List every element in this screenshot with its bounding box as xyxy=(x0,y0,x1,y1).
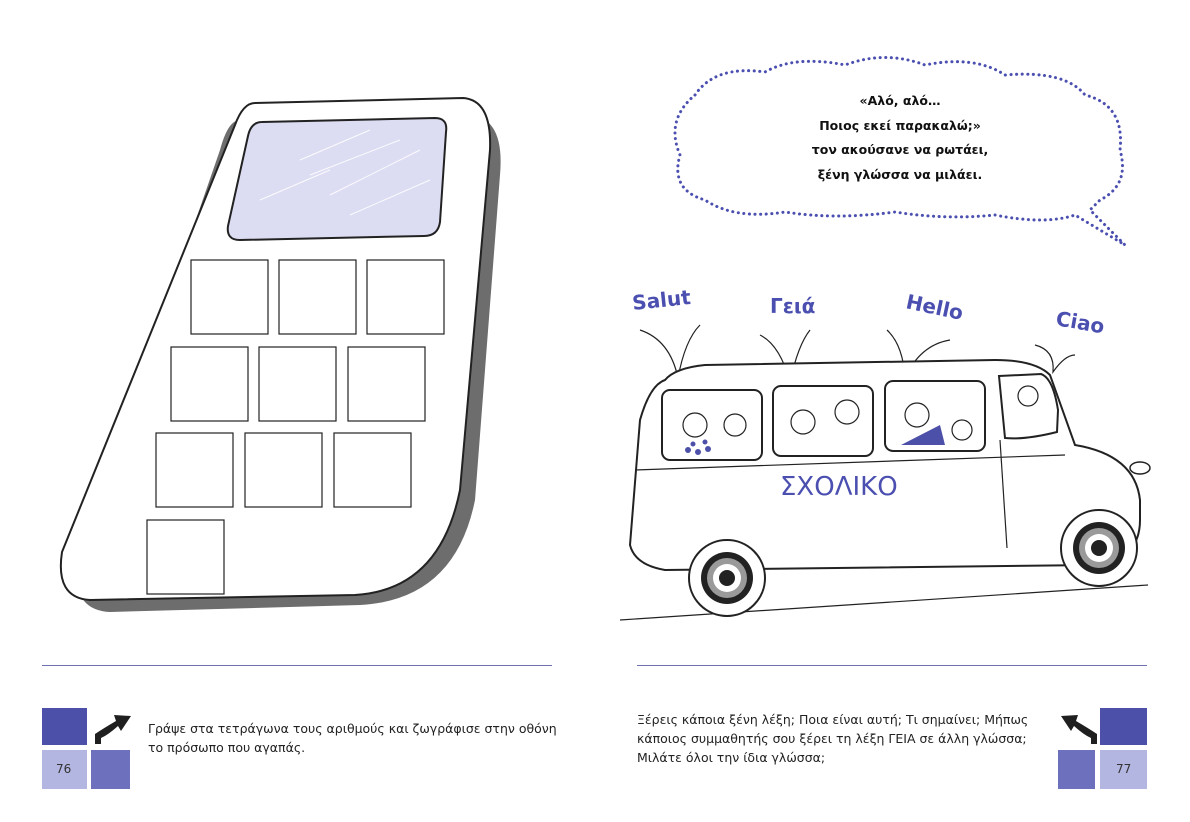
phone-key xyxy=(244,432,323,508)
deco-square xyxy=(91,750,130,789)
bubble-line: τον ακούσανε να ρωτάει, xyxy=(811,142,989,157)
arrow-left-icon xyxy=(1061,715,1097,744)
bubble-line: ξένη γλώσσα να μιλάει. xyxy=(817,166,983,182)
speech-bubble xyxy=(673,56,1127,247)
arrow-right-icon xyxy=(95,715,131,744)
instruction-text: Ξέρεις κάποια ξένη λέξη; Ποια είναι αυτή… xyxy=(637,712,1029,765)
phone-key xyxy=(155,432,234,508)
greeting-geia: Γειά xyxy=(770,294,815,318)
bus-window xyxy=(772,385,874,457)
phone-illustration xyxy=(42,96,501,789)
phone-key xyxy=(333,432,412,508)
greeting-ciao: Ciao xyxy=(1054,306,1106,338)
bus-window xyxy=(661,389,763,461)
bubble-line: «Αλό, αλό… xyxy=(859,93,941,108)
page-number: 76 xyxy=(56,762,72,776)
bubble-line: Ποιος εκεί παρακαλώ;» xyxy=(819,117,981,133)
phone-key xyxy=(347,346,426,422)
phone-key xyxy=(146,519,225,595)
ground-line xyxy=(619,584,1149,621)
page-number: 77 xyxy=(1116,762,1132,776)
bus-wheel xyxy=(688,539,766,617)
left-page: 76 Γράψε στα τετράγωνα τους αριθμούς και… xyxy=(42,96,557,789)
phone-key xyxy=(278,259,357,335)
bus-wheel xyxy=(1060,509,1138,587)
phone-key xyxy=(170,346,249,422)
page-number-square xyxy=(1100,750,1147,789)
right-divider xyxy=(637,665,1147,666)
greeting-hello: Hello xyxy=(904,289,965,324)
greeting-salut: Salut xyxy=(631,285,692,315)
phone-key xyxy=(366,259,445,335)
bus-scene: Salut Γειά Hello Ciao xyxy=(619,56,1151,789)
speech-bubble-text: «Αλό, αλό… Ποιος εκεί παρακαλώ;» τον ακο… xyxy=(750,89,1050,187)
deco-square xyxy=(1058,750,1095,789)
right-page: Salut Γειά Hello Ciao xyxy=(595,0,1190,822)
deco-square xyxy=(1100,708,1147,745)
phone-screen xyxy=(226,116,448,242)
phone-key xyxy=(190,259,269,335)
instruction-text: Γράψε στα τετράγωνα τους αριθμούς και ζω… xyxy=(148,721,557,755)
deco-square xyxy=(42,708,87,745)
page-number-square xyxy=(42,750,87,789)
bus-sign: ΣΧΟΛΙΚΟ xyxy=(780,472,898,502)
left-divider xyxy=(42,665,552,666)
phone-key xyxy=(258,346,337,422)
